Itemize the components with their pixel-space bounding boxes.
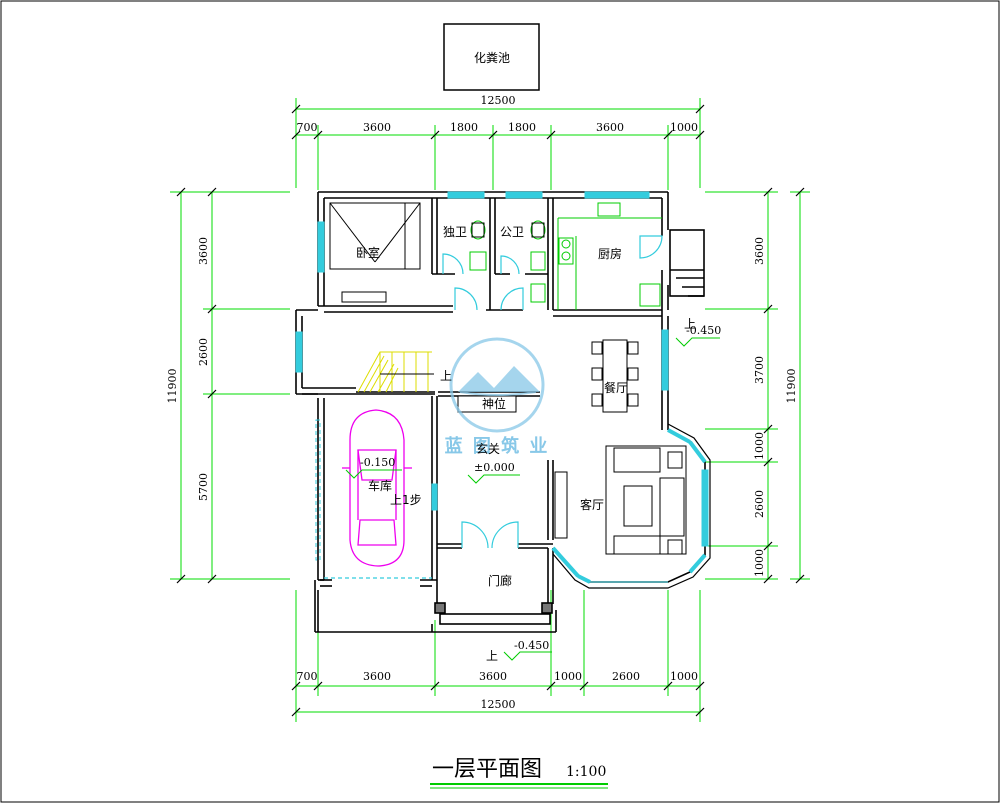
dim-bottom-6: 1000 bbox=[670, 670, 698, 683]
elevation-kitchen: -0.450 bbox=[686, 324, 721, 337]
dim-bottom-total: 12500 bbox=[481, 698, 516, 711]
plan-title: 一层平面图 bbox=[432, 757, 542, 782]
room-foyer: 玄关 bbox=[476, 441, 500, 456]
elevation-garage: -0.150 bbox=[360, 456, 395, 469]
room-shrine: 神位 bbox=[482, 396, 506, 411]
bed bbox=[329, 202, 421, 303]
room-public-bath: 公卫 bbox=[500, 225, 524, 239]
windows bbox=[295, 191, 709, 584]
car bbox=[342, 409, 412, 567]
room-garage: 车库 bbox=[368, 478, 392, 493]
dim-right-total: 11900 bbox=[785, 369, 798, 404]
room-dining: 餐厅 bbox=[604, 380, 628, 395]
dim-bottom-3: 3600 bbox=[479, 670, 507, 683]
marker-up-stair: 上 bbox=[440, 369, 452, 383]
dining-table bbox=[591, 339, 639, 413]
room-porch: 门廊 bbox=[488, 573, 512, 588]
stairs bbox=[357, 351, 432, 393]
room-bedroom: 卧室 bbox=[356, 245, 380, 260]
dim-top-5: 3600 bbox=[596, 121, 624, 134]
dim-bottom-5: 2600 bbox=[612, 670, 640, 683]
dim-left-total: 11900 bbox=[166, 369, 179, 404]
septic-tank-label: 化粪池 bbox=[474, 51, 510, 65]
room-kitchen: 厨房 bbox=[598, 246, 622, 261]
elevation-foyer: ±0.000 bbox=[474, 461, 515, 474]
watermark-text: 蓝 图 筑 业 bbox=[445, 435, 550, 457]
marker-up-kitchen: 上 bbox=[684, 317, 696, 331]
dim-right-2: 3700 bbox=[753, 356, 766, 384]
dim-left-3: 5700 bbox=[197, 473, 210, 501]
room-private-bath: 独卫 bbox=[443, 225, 467, 239]
shrine-cabinet bbox=[457, 395, 517, 413]
dim-top-4: 1800 bbox=[508, 121, 536, 134]
dim-top-2: 3600 bbox=[363, 121, 391, 134]
doors bbox=[442, 235, 663, 549]
dim-top-3: 1800 bbox=[450, 121, 478, 134]
dim-right-4: 2600 bbox=[753, 490, 766, 518]
dim-top-6: 1000 bbox=[670, 121, 698, 134]
bath-fixtures bbox=[471, 222, 545, 238]
dim-right-1: 3600 bbox=[753, 237, 766, 265]
dimension-ticks bbox=[176, 104, 805, 717]
sofa-set bbox=[554, 445, 687, 555]
fixtures bbox=[469, 202, 662, 310]
watermark-logo bbox=[449, 337, 545, 433]
elevation-markers bbox=[345, 337, 720, 661]
dim-right-3: 1000 bbox=[753, 432, 766, 460]
dim-right-5: 1000 bbox=[753, 549, 766, 577]
marker-up-step: 上1步 bbox=[390, 493, 422, 507]
dim-top-1: 700 bbox=[297, 121, 318, 134]
dim-bottom-4: 1000 bbox=[554, 670, 582, 683]
plan-scale: 1:100 bbox=[566, 764, 606, 780]
dim-left-1: 3600 bbox=[197, 237, 210, 265]
dim-bottom-1: 700 bbox=[297, 670, 318, 683]
dim-left-2: 2600 bbox=[197, 338, 210, 366]
elevation-porch: -0.450 bbox=[514, 639, 549, 652]
septic-tank: 化粪池 bbox=[443, 23, 540, 91]
room-living: 客厅 bbox=[580, 497, 604, 512]
dim-bottom-2: 3600 bbox=[363, 670, 391, 683]
dim-top-total: 12500 bbox=[481, 94, 516, 107]
marker-up-porch: 上 bbox=[486, 649, 498, 663]
